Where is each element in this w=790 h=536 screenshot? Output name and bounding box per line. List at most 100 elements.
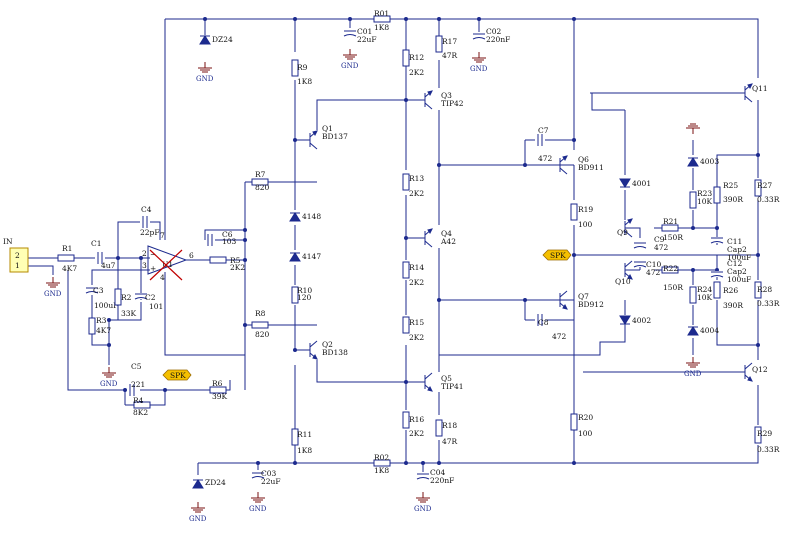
resistor-body [689,286,697,304]
resistor-id: R9 [297,63,308,72]
wire [67,270,125,391]
resistor-body [88,317,96,335]
transistor-part: BD138 [322,348,348,357]
capacitor-plate [710,275,724,278]
resistor-body [713,186,721,204]
resistor-value: 2K2 [409,429,424,438]
opamp-plus: + [150,264,156,273]
junction-dot [243,228,247,232]
resistor-body [570,203,578,221]
resistor-value: 8K2 [133,408,148,417]
capacitor-gap [711,271,723,277]
wire [716,300,758,346]
capacitor-plate [343,34,357,37]
diode-dz24: DZ24 [199,35,233,45]
wire [140,380,231,391]
resistor-value: 820 [255,183,270,192]
resistor-id: R6 [212,379,223,388]
opamp-pin: 6 [189,251,194,260]
resistor-id: R29 [757,429,772,438]
diode-id: 4001 [632,179,651,188]
ground-label: GND [44,290,62,298]
wire [316,360,425,383]
resistor-id: R24 [697,285,712,294]
ground-symbol: GND [249,492,267,513]
capacitor-value-2: 100uF [727,275,751,284]
resistor-value: 100 [578,220,593,229]
junction-dot [293,461,297,465]
capacitor-id: C02 [486,27,502,36]
resistor-value: 4K7 [62,264,77,273]
resistor-id: R10 [297,286,312,295]
transistor-arrow [627,218,633,224]
junction-dot [203,17,207,21]
resistor-body [373,459,391,467]
wire [164,272,245,356]
resistor-id: R17 [442,37,457,46]
resistor-body [402,411,410,429]
resistor-id: R27 [757,181,772,190]
diode-id: 4003 [700,157,719,166]
diode-body [199,35,211,45]
ground-label: GND [414,505,432,513]
junction-dot [107,343,111,347]
junction-dot [572,461,576,465]
capacitor-gap [142,216,148,228]
resistor-id: R25 [723,181,738,190]
resistor-id: R4 [133,396,144,405]
diode-body [619,178,631,188]
connector-name: IN [3,237,13,246]
diode-body [289,252,301,262]
resistor-body [402,316,410,334]
wire [150,390,166,406]
transistor-part: TIP41 [441,382,464,391]
capacitor-value: 220nF [486,35,510,44]
resistor-id: R2 [121,293,132,302]
diode-body [192,479,204,489]
diode-4001: 4001 [619,178,651,188]
connector-pin: 1 [15,261,20,270]
wire [91,269,150,285]
transistor-arrow [427,228,433,234]
resistor-body [291,428,299,446]
transistor-arrow [562,304,568,310]
capacitor-id: C01 [357,27,372,36]
transistor-id: Q6 [578,155,589,164]
resistor-id: R20 [578,413,593,422]
resistor-value: 100 [578,429,593,438]
capacitor-value: 220nF [430,476,454,485]
resistor-id: R3 [96,316,107,325]
transistor-collector [424,372,433,380]
resistor-id: R26 [723,286,738,295]
transistor-arrow [427,90,433,96]
capacitor-gap [135,293,147,299]
resistor-value: 2K2 [409,189,424,198]
diode-4147: 4147 [289,252,321,262]
junction-dot [691,268,695,272]
resistor-body [251,321,269,329]
resistor-value: 2K2 [230,263,245,272]
opamp-name: U1 [162,260,173,269]
wire [28,265,54,275]
spk-net-label: SPK [542,249,572,261]
resistor-id: R23 [697,189,712,198]
